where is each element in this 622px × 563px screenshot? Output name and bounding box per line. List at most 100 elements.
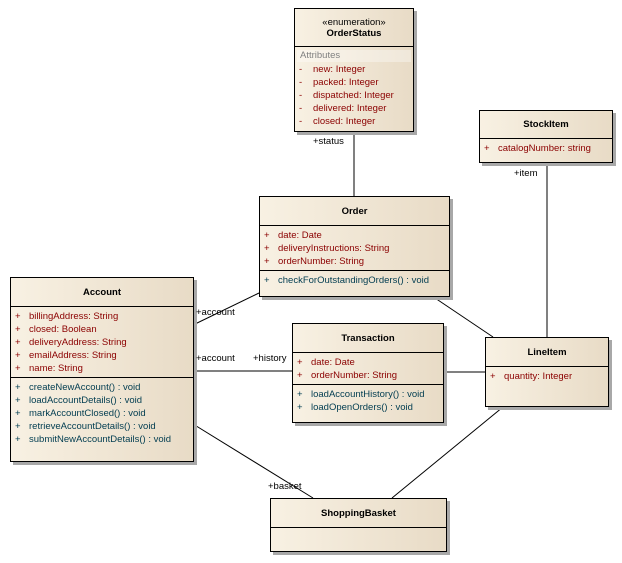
operation-row[interactable]: +loadAccountDetails() : void (11, 394, 193, 407)
visibility-marker: + (15, 382, 21, 393)
class-header: Order (260, 197, 449, 226)
class-shopping-basket[interactable]: ShoppingBasket (270, 498, 447, 552)
operation-text: checkForOutstandingOrders() : void (278, 275, 430, 286)
class-line-item[interactable]: LineItem + quantity: Integer (485, 337, 609, 407)
class-name: Account (83, 286, 121, 298)
attributes-section: +catalogNumber: string (480, 139, 612, 157)
attribute-row[interactable]: -packed: Integer (295, 76, 413, 89)
association-lineitem-shoppingbasket (391, 406, 504, 499)
attribute-text: emailAddress: String (29, 350, 117, 361)
attribute-text: orderNumber: String (278, 256, 365, 267)
attribute-row[interactable]: + deliveryAddress: String (11, 336, 193, 349)
class-name: LineItem (527, 346, 567, 358)
class-transaction[interactable]: Transaction+date: Date+orderNumber: Stri… (292, 323, 444, 423)
visibility-marker: - (299, 64, 303, 75)
association-account-order (192, 292, 260, 326)
visibility-marker: + (297, 402, 303, 413)
visibility-marker: + (15, 324, 21, 335)
attribute-text: dispatched: Integer (313, 90, 394, 101)
visibility-marker: + (264, 256, 270, 267)
class-header: Account (11, 278, 193, 307)
operation-row[interactable]: + markAccountClosed() : void (11, 407, 193, 420)
visibility-marker: + (15, 434, 21, 445)
visibility-marker: + (490, 371, 496, 382)
role-account-order: +account (196, 307, 235, 318)
stereotype: «enumeration» (322, 16, 386, 28)
visibility-marker: - (299, 116, 303, 127)
operation-row[interactable]: + loadAccountHistory() : void (293, 388, 443, 401)
operation-row[interactable]: + submitNewAccountDetails() : void (11, 433, 193, 446)
visibility-marker: + (297, 370, 303, 381)
role-history: +history (253, 353, 287, 364)
attributes-section: + quantity: Integer (486, 367, 608, 385)
attribute-row[interactable]: -delivered: Integer (295, 102, 413, 115)
attribute-text: date: Date (311, 357, 355, 368)
role-status: +status (313, 136, 344, 147)
operation-text: loadAccountHistory() : void (311, 389, 425, 400)
attribute-row[interactable]: + date: Date (260, 229, 449, 242)
attribute-row[interactable]: + billingAddress: String (11, 310, 193, 323)
attribute-text: deliveryInstructions: String (278, 243, 390, 254)
visibility-marker: + (264, 275, 270, 286)
attribute-row[interactable]: -dispatched: Integer (295, 89, 413, 102)
role-basket: +basket (268, 481, 302, 492)
operation-text: markAccountClosed() : void (29, 408, 146, 419)
class-order[interactable]: Order+date: Date+deliveryInstructions: S… (259, 196, 450, 297)
association-account-shoppingbasket (192, 423, 314, 499)
attribute-text: delivered: Integer (313, 103, 387, 114)
attributes-label: Attributes (297, 50, 411, 62)
attribute-text: deliveryAddress: String (29, 337, 127, 348)
attributes-section: +date: Date+ orderNumber: String (293, 353, 443, 384)
attribute-text: closed: Integer (313, 116, 376, 127)
attribute-row[interactable]: + orderNumber: String (260, 255, 449, 268)
attribute-text: orderNumber: String (311, 370, 398, 381)
attribute-row[interactable]: +catalogNumber: string (480, 142, 612, 155)
visibility-marker: + (297, 389, 303, 400)
visibility-marker: + (15, 311, 21, 322)
attribute-row[interactable]: +deliveryInstructions: String (260, 242, 449, 255)
attribute-text: billingAddress: String (29, 311, 119, 322)
operation-row[interactable]: + checkForOutstandingOrders() : void (260, 274, 449, 287)
class-stock-item[interactable]: StockItem +catalogNumber: string (479, 110, 613, 163)
class-name: OrderStatus (326, 27, 382, 39)
operation-row[interactable]: +retrieveAccountDetails() : void (11, 420, 193, 433)
visibility-marker: + (15, 395, 21, 406)
class-header: LineItem (486, 338, 608, 367)
visibility-marker: - (299, 77, 303, 88)
operations-section: + checkForOutstandingOrders() : void (260, 270, 449, 289)
attribute-row[interactable]: + quantity: Integer (486, 370, 608, 383)
visibility-marker: + (15, 408, 21, 419)
operation-row[interactable]: +createNewAccount() : void (11, 381, 193, 394)
visibility-marker: + (484, 143, 490, 154)
attribute-text: quantity: Integer (504, 371, 573, 382)
attribute-row[interactable]: +date: Date (293, 356, 443, 369)
visibility-marker: + (15, 363, 21, 374)
class-header: Transaction (293, 324, 443, 353)
attribute-row[interactable]: -new: Integer (295, 63, 413, 76)
operation-row[interactable]: +loadOpenOrders() : void (293, 401, 443, 414)
attribute-text: packed: Integer (313, 77, 379, 88)
visibility-marker: + (15, 421, 21, 432)
association-order-lineitem (431, 295, 494, 338)
attribute-text: date: Date (278, 230, 322, 241)
attribute-row[interactable]: +emailAddress: String (11, 349, 193, 362)
attribute-row[interactable]: + orderNumber: String (293, 369, 443, 382)
role-account-transaction: +account (196, 353, 235, 364)
visibility-marker: + (15, 337, 21, 348)
operations-section: + loadAccountHistory() : void+loadOpenOrd… (293, 384, 443, 416)
class-header: StockItem (480, 111, 612, 139)
attribute-text: name: String (29, 363, 83, 374)
class-name: StockItem (523, 119, 569, 130)
class-account[interactable]: Account + billingAddress: String + closed: B… (10, 277, 194, 462)
operation-text: submitNewAccountDetails() : void (29, 434, 172, 445)
operations-section: +createNewAccount() : void+loadAccountDe… (11, 377, 193, 448)
attributes-section (271, 528, 446, 533)
attribute-row[interactable]: + closed: Boolean (11, 323, 193, 336)
attribute-row[interactable]: -closed: Integer (295, 115, 413, 128)
attribute-row[interactable]: + name: String (11, 362, 193, 375)
attribute-text: closed: Boolean (29, 324, 97, 335)
attributes-section: +billingAddress: String+closed: Boolean+… (11, 307, 193, 377)
visibility-marker: + (264, 230, 270, 241)
